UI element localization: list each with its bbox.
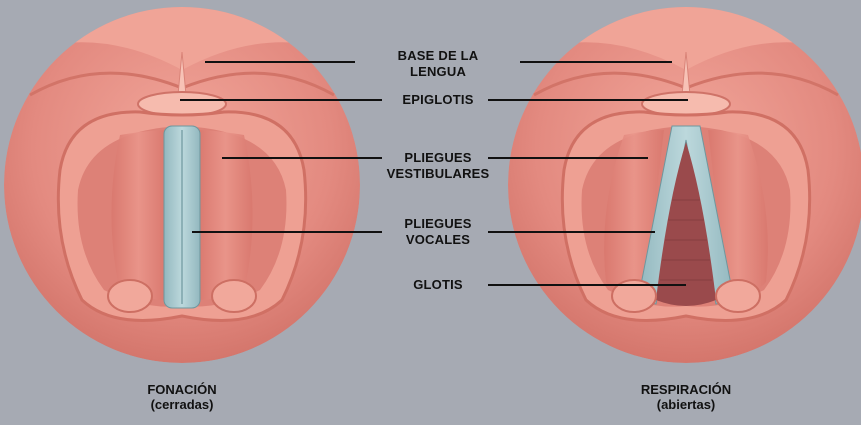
caption-right-title: RESPIRACIÓN [586,382,786,397]
label-base-lengua-line1: BASE DE LA [398,48,479,63]
label-vocales-line2: VOCALES [406,232,470,247]
caption-right: RESPIRACIÓN (abiertas) [586,382,786,412]
label-pliegues-vocales: PLIEGUES VOCALES [358,216,518,248]
larynx-closed-illustration [4,0,360,363]
caption-right-subtitle: (abiertas) [586,397,786,412]
label-pliegues-vestibulares: PLIEGUES VESTIBULARES [358,150,518,182]
label-epiglotis: EPIGLOTIS [358,92,518,108]
caption-left-title: FONACIÓN [82,382,282,397]
label-vocales-line1: PLIEGUES [404,216,471,231]
label-base-lengua: BASE DE LA LENGUA [358,48,518,80]
label-vestibulares-line2: VESTIBULARES [387,166,490,181]
caption-left-subtitle: (cerradas) [82,397,282,412]
larynx-open-illustration [508,0,861,363]
label-glotis: GLOTIS [358,277,518,293]
caption-left: FONACIÓN (cerradas) [82,382,282,412]
label-vestibulares-line1: PLIEGUES [404,150,471,165]
label-base-lengua-line2: LENGUA [410,64,466,79]
